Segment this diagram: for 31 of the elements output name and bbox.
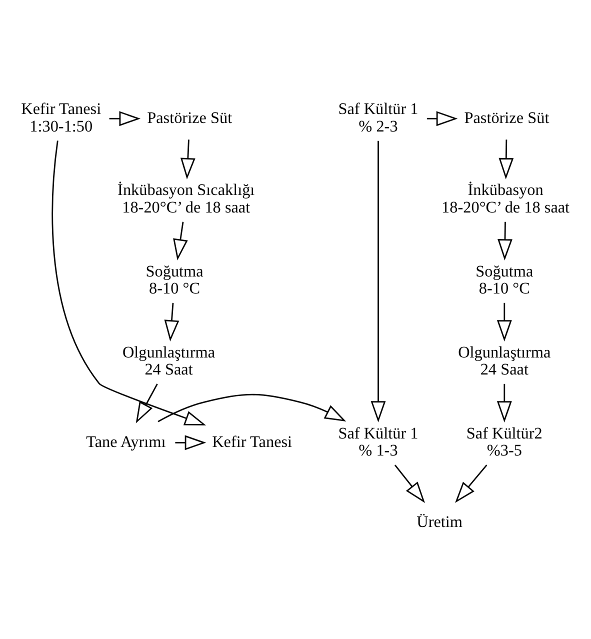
arrow <box>394 464 425 502</box>
node-text: Tane Ayrımı <box>86 432 166 450</box>
node-text: Kefir Tanesi <box>212 432 292 450</box>
arrow <box>164 302 180 341</box>
node-text: Soğutma 8-10 °C <box>146 262 204 298</box>
node-text: Soğutma 8-10 °C <box>476 262 534 298</box>
arrow <box>455 464 488 502</box>
arrow <box>52 140 206 425</box>
arrow <box>498 139 514 179</box>
arrow <box>173 221 188 260</box>
arrow <box>370 140 386 422</box>
node-text: Üretim <box>416 512 463 530</box>
node-text: Pastörize Süt <box>147 108 232 126</box>
node-text: Saf Kültür2 %3-5 <box>466 424 542 460</box>
node-text: Pastörize Süt <box>464 108 550 126</box>
arrow <box>426 110 458 126</box>
arrow <box>136 383 158 423</box>
node-text: Olgunlaştırma 24 Saat <box>458 342 551 378</box>
node-text: Olgunlaştırma 24 Saat <box>122 342 216 378</box>
node-text: Saf Kültür 1 % 1-3 <box>338 424 418 460</box>
arrow <box>175 434 206 450</box>
arrow <box>158 393 346 422</box>
node-text: İnkübasyon 18-20°C’ de 18 saat <box>442 180 570 216</box>
arrow <box>496 302 512 341</box>
arrow <box>498 221 512 260</box>
arrow <box>180 139 196 179</box>
node-text: Saf Kültür 1 % 2-3 <box>338 100 418 136</box>
node-text: İnkübasyon Sıcaklığı 18-20°C’ de 18 saat <box>118 180 255 216</box>
node-text: Kefir Tanesi 1:30-1:50 <box>21 100 102 136</box>
arrow <box>496 383 512 422</box>
arrow <box>109 110 141 126</box>
